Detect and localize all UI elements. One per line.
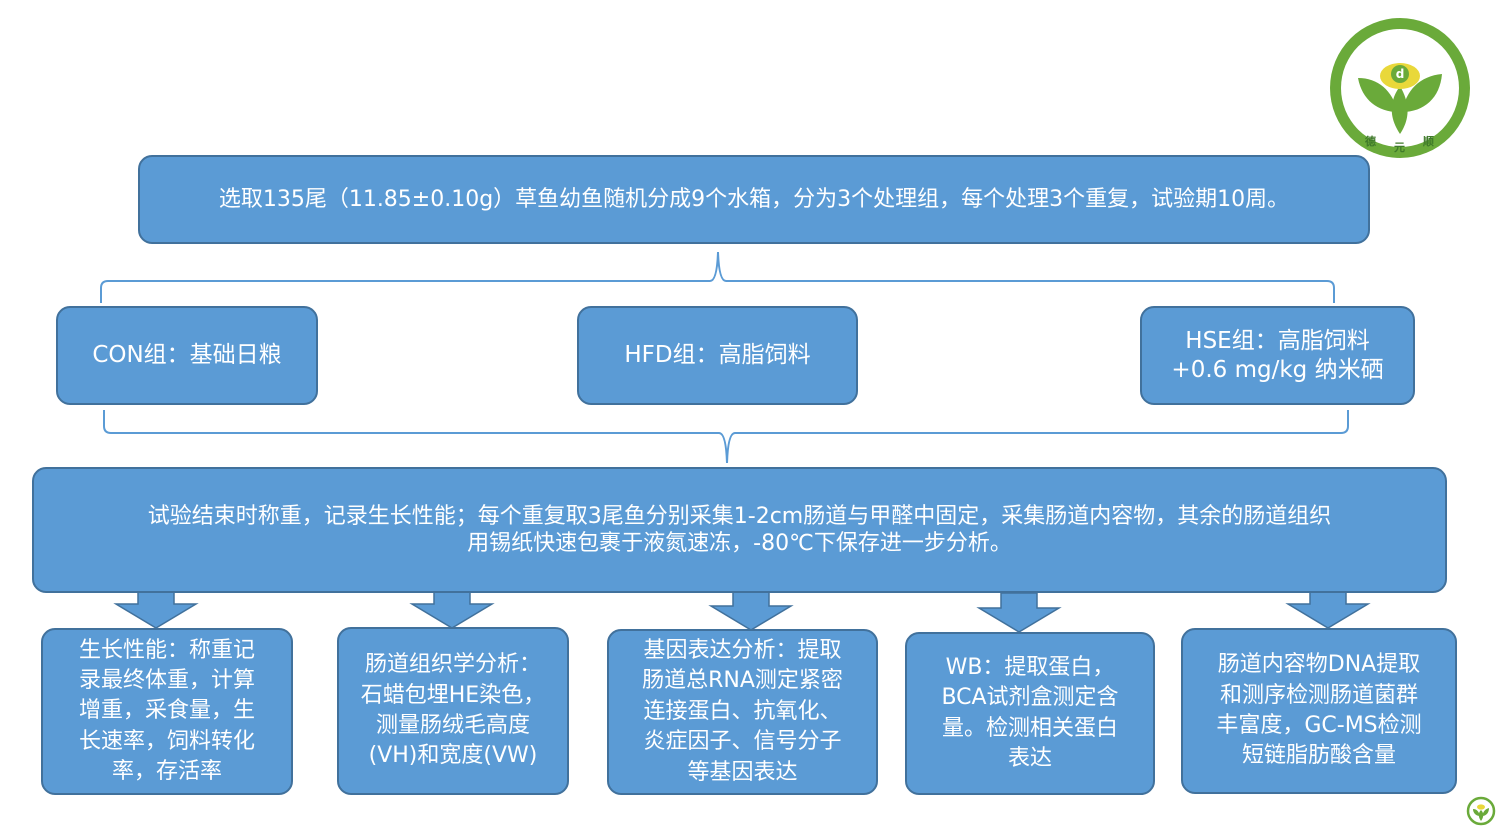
histology-line: 测量肠绒毛高度 — [375, 713, 530, 738]
western-blot-box: WB：提取蛋白， BCA试剂盒测定含 量。检测相关蛋白 表达 — [905, 632, 1155, 795]
microbiota-line: 短链脂肪酸含量 — [1241, 743, 1396, 769]
wb-line: BCA试剂盒测定含 — [941, 685, 1119, 711]
gene-line: 基因表达分析：提取 — [643, 638, 842, 664]
gene-line: 等基因表达 — [687, 759, 798, 785]
wb-line: WB：提取蛋白， — [945, 654, 1115, 680]
hse-group-dose: +0.6 mg/kg 纳米硒 — [1171, 356, 1384, 383]
svg-text:d: d — [1396, 67, 1405, 81]
growth-line: 生长性能：称重记 — [78, 637, 255, 663]
hfd-group-label: HFD组：高脂饲料 — [624, 342, 811, 369]
gene-line: 连接蛋白、抗氧化、 — [643, 698, 842, 724]
top-brace — [100, 251, 1335, 303]
arrow-microbiota — [1285, 588, 1371, 629]
logo-char-2: 元 — [1394, 141, 1405, 154]
growth-line: 率，存活率 — [111, 759, 222, 785]
growth-line: 增重，采食量，生 — [78, 698, 255, 724]
experiment-setup-text: 选取135尾（11.85±0.10g）草鱼幼鱼随机分成9个水箱，分为3个处理组，… — [218, 186, 1290, 212]
growth-line: 录最终体重，计算 — [78, 667, 255, 693]
experiment-setup-box: 选取135尾（11.85±0.10g）草鱼幼鱼随机分成9个水箱，分为3个处理组，… — [138, 155, 1370, 244]
growth-line: 长速率，饲料转化 — [78, 728, 255, 754]
arrow-growth — [113, 588, 199, 629]
hse-group-label: HSE组：高脂饲料 — [1185, 327, 1370, 354]
sampling-process-line-2: 用锡纸快速包裹于液氮速冻，-80℃下保存进一步分析。 — [467, 531, 1012, 556]
con-group-box: CON组：基础日粮 — [56, 306, 318, 405]
leaf-logo-icon: Bio-Technology d — [1330, 18, 1470, 158]
sampling-process-box: 试验结束时称重，记录生长性能；每个重复取3尾鱼分别采集1-2cm肠道与甲醛中固定… — [32, 467, 1447, 593]
hfd-group-box: HFD组：高脂饲料 — [577, 306, 858, 405]
histology-box: 肠道组织学分析： 石蜡包埋HE染色， 测量肠绒毛高度 (VH)和宽度(VW) — [337, 627, 569, 795]
logo-char-1: 德 — [1365, 135, 1376, 148]
microbiota-line: 肠道内容物DNA提取 — [1217, 652, 1421, 678]
microbiota-box: 肠道内容物DNA提取 和测序检测肠道菌群 丰富度，GC-MS检测 短链脂肪酸含量 — [1181, 628, 1457, 794]
arrow-wb — [976, 592, 1062, 633]
arrow-gene — [708, 590, 794, 631]
bottom-brace — [103, 410, 1349, 464]
histology-line: 肠道组织学分析： — [364, 652, 541, 678]
arrow-histology — [409, 588, 495, 629]
growth-performance-box: 生长性能：称重记 录最终体重，计算 增重，采食量，生 长速率，饲料转化 率，存活… — [41, 628, 293, 795]
hse-group-box: HSE组：高脂饲料 +0.6 mg/kg 纳米硒 — [1140, 306, 1415, 405]
corner-logo-icon — [1466, 796, 1496, 826]
histology-line: 石蜡包埋HE染色， — [360, 682, 546, 708]
wb-line: 表达 — [1007, 745, 1052, 771]
microbiota-line: 和测序检测肠道菌群 — [1219, 682, 1418, 708]
gene-line: 肠道总RNA测定紧密 — [642, 668, 843, 694]
histology-line: (VH)和宽度(VW) — [368, 743, 538, 769]
wb-line: 量。检测相关蛋白 — [941, 715, 1118, 741]
company-logo: Bio-Technology d 德 元 顺 — [1328, 16, 1472, 160]
logo-char-3: 顺 — [1423, 135, 1434, 148]
gene-expression-box: 基因表达分析：提取 肠道总RNA测定紧密 连接蛋白、抗氧化、 炎症因子、信号分子… — [607, 629, 878, 795]
microbiota-line: 丰富度，GC-MS检测 — [1216, 713, 1422, 738]
sampling-process-line-1: 试验结束时称重，记录生长性能；每个重复取3尾鱼分别采集1-2cm肠道与甲醛中固定… — [147, 503, 1332, 529]
gene-line: 炎症因子、信号分子 — [643, 729, 842, 755]
con-group-label: CON组：基础日粮 — [92, 342, 282, 369]
